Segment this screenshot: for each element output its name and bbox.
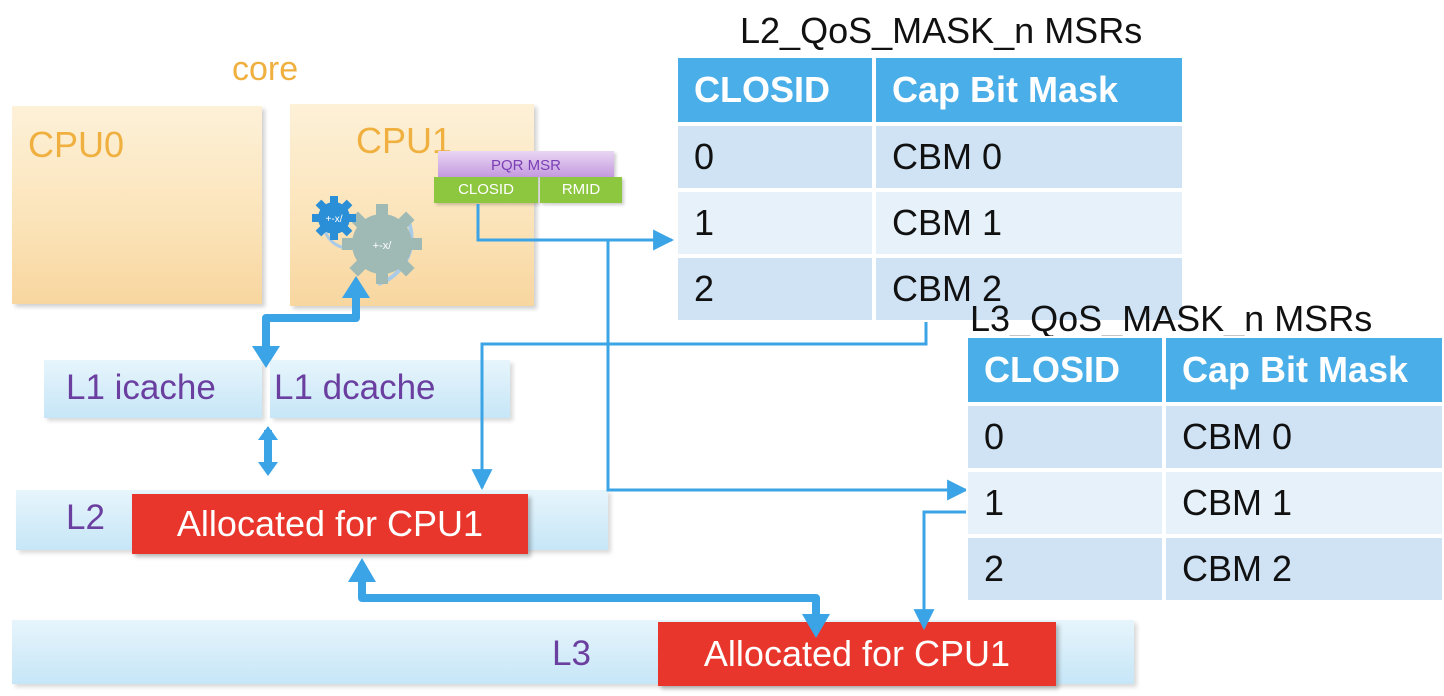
arrow-up-to-l2: [348, 558, 376, 582]
l3-row1-closid: 1: [966, 470, 1164, 536]
execution-gears-icon: +-x/ +-x/: [312, 196, 422, 286]
cpu1-to-l1-path: [262, 296, 360, 348]
l3-table-title: L3_QoS_MASK_n MSRs: [970, 298, 1373, 339]
arrow-up-to-cpu1: [342, 276, 370, 298]
l3-header-cbm: Cap Bit Mask: [1164, 336, 1444, 404]
gear-small-label: +-x/: [326, 214, 343, 225]
closid-to-l2-table-arrow: [476, 204, 675, 251]
l1-dcache-label: L1 dcache: [274, 368, 436, 407]
l3-qos-mask-table: CLOSID Cap Bit Mask 0 CBM 0 1 CBM 1 2 CB…: [966, 336, 1444, 602]
gear-large-icon: +-x/: [342, 204, 422, 284]
pqr-msr-register: PQR MSR: [438, 151, 614, 177]
l2-allocation-block: Allocated for CPU1: [132, 494, 528, 554]
core-label: core: [232, 50, 299, 88]
l1-icache-label: L1 icache: [66, 368, 216, 407]
l2-header-closid: CLOSID: [676, 56, 874, 124]
l1-icache-box: L1 icache: [44, 360, 262, 418]
arrow-down-to-l1: [252, 346, 280, 368]
table-row: 2 CBM 2: [966, 536, 1444, 602]
cpu0-label: CPU0: [28, 124, 125, 165]
l3-header-closid: CLOSID: [966, 336, 1164, 404]
pqr-rmid-field: RMID: [540, 177, 622, 203]
arrow-down-to-l2: [258, 462, 278, 476]
l3-row1-cbm: CBM 1: [1164, 470, 1444, 536]
arrow-up-to-l1: [258, 426, 278, 440]
cpu1-label: CPU1: [356, 120, 453, 161]
cpu1-box: CPU1: [290, 104, 534, 306]
l2-to-l3-path: [358, 578, 820, 622]
table-row: 0 CBM 0: [966, 404, 1444, 470]
l2-header-cbm: Cap Bit Mask: [874, 56, 1184, 124]
l2-row0-closid: 0: [676, 124, 874, 190]
l2-row1-cbm: CBM 1: [874, 190, 1184, 256]
cpu0-box: CPU0: [12, 106, 262, 304]
l3-row2-closid: 2: [966, 536, 1164, 602]
closid-to-l3-table-arrow: [478, 238, 969, 501]
l2-row1-closid: 1: [676, 190, 874, 256]
arrow-down-to-l3: [802, 614, 830, 638]
l3-allocation-block: Allocated for CPU1: [658, 622, 1056, 686]
l2-row0-cbm: CBM 0: [874, 124, 1184, 190]
gear-small-icon: +-x/: [312, 196, 356, 240]
l2-table-title: L2_QoS_MASK_n MSRs: [740, 10, 1143, 51]
l2-qos-mask-table: CLOSID Cap Bit Mask 0 CBM 0 1 CBM 1 2 CB…: [676, 56, 1184, 322]
table-row: 1 CBM 1: [966, 470, 1444, 536]
l3-row0-cbm: CBM 0: [1164, 404, 1444, 470]
l1-dcache-box: L1 dcache: [270, 360, 510, 418]
l3-row0-closid: 0: [966, 404, 1164, 470]
l2-row2-cbm: CBM 2: [874, 256, 1184, 322]
table-row: 0 CBM 0: [676, 124, 1184, 190]
l3-row2-cbm: CBM 2: [1164, 536, 1444, 602]
table-row: 1 CBM 1: [676, 190, 1184, 256]
l2-row2-closid: 2: [676, 256, 874, 322]
gear-large-label: +-x/: [373, 240, 393, 252]
table-row: 2 CBM 2: [676, 256, 1184, 322]
pqr-closid-field: CLOSID: [434, 177, 538, 203]
l3-label: L3: [552, 634, 591, 673]
l2-label: L2: [66, 498, 105, 537]
